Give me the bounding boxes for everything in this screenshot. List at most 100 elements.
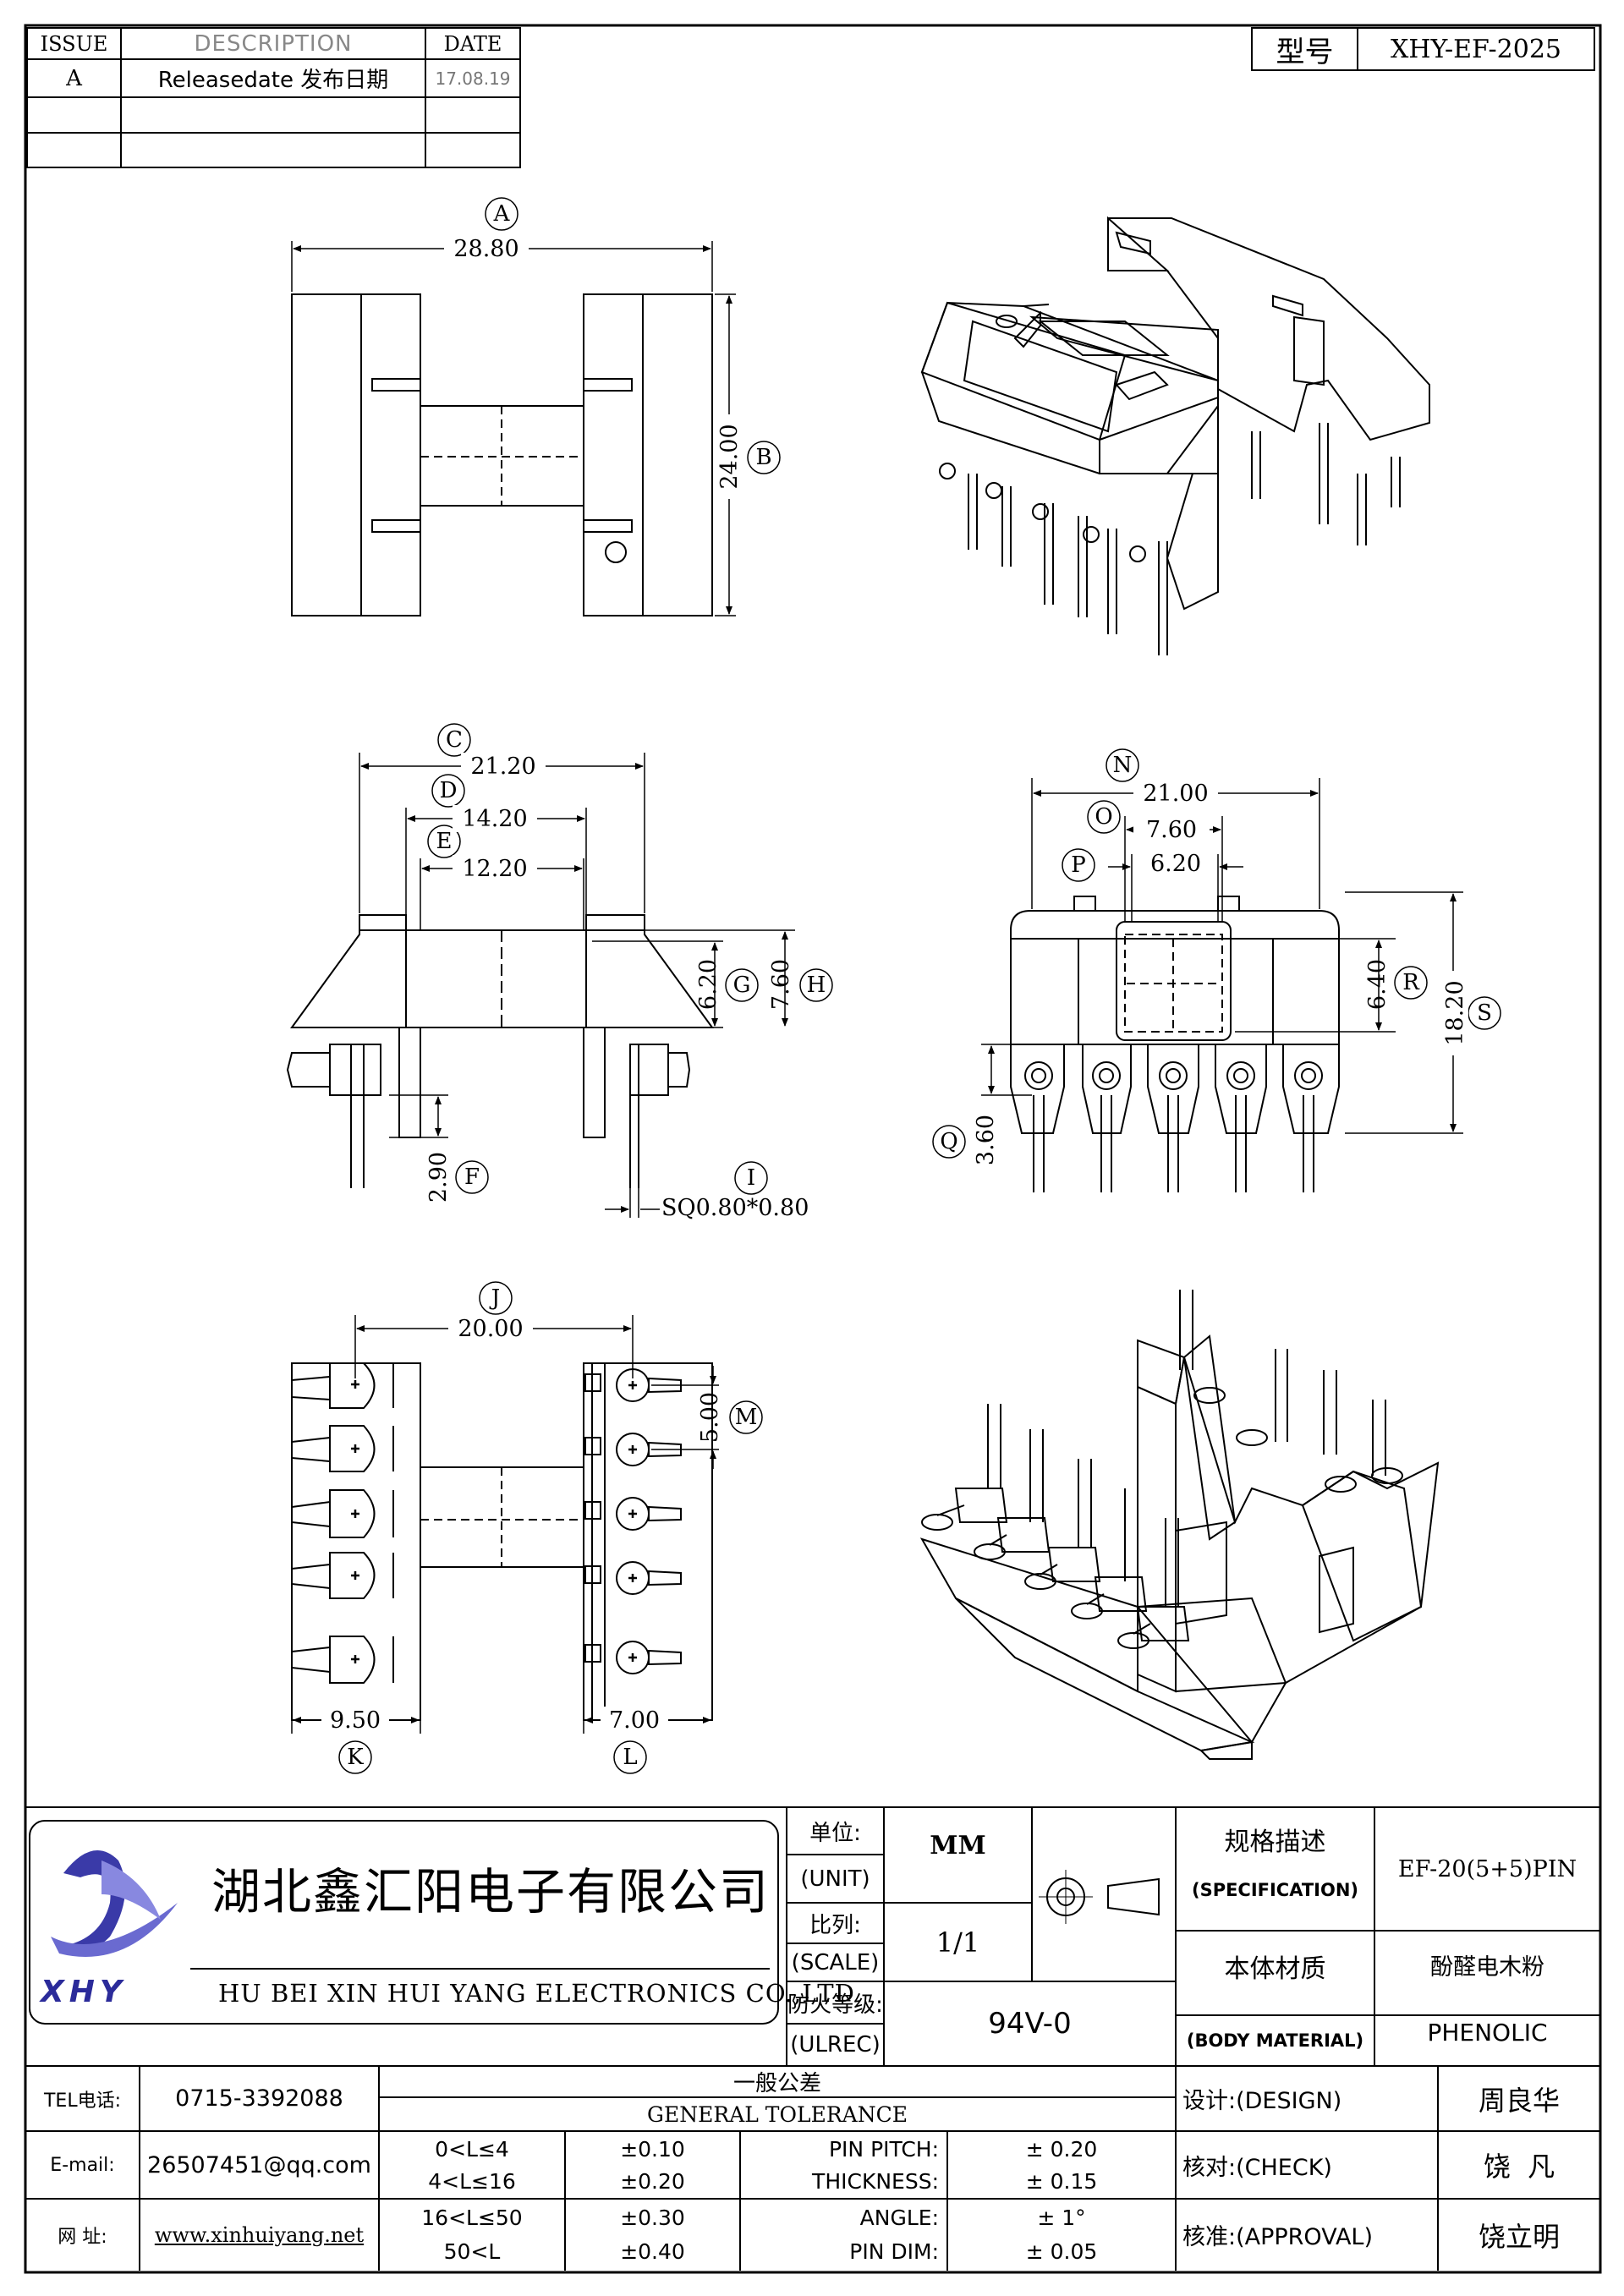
web-label: 网 址: [58,2226,107,2248]
email-label: E-mail: [50,2154,115,2176]
dim-letter-F: F [464,1164,480,1190]
bottom-left-pins [291,1362,394,1684]
rev-row-issue [27,133,121,167]
dim-value-S: 18.20 [1441,971,1468,1055]
revision-table-grid [26,27,521,168]
tol-value: ±0.40 [620,2238,685,2264]
drawing-frame [24,24,1602,2274]
dim-value-J: 20.00 [448,1315,533,1342]
dim-value-C: 21.20 [461,753,546,780]
dim-letter-P: P [1071,852,1086,878]
tol-item-name: THICKNESS: [812,2168,939,2194]
unit-label-cn: 单位: [809,1820,861,1846]
dim-value-D: 14.20 [453,805,537,832]
material-value-en: PHENOLIC [1427,2018,1548,2047]
check-label: 核对:(CHECK) [1182,2154,1332,2181]
iso-top-pins [939,423,1401,655]
dim-letter-K: K [347,1745,364,1770]
design-value: 周良华 [1478,2084,1560,2117]
email-value: 26507451@qq.com [147,2151,371,2178]
dim-letter-B: B [755,445,772,470]
scale-value: 1/1 [935,1926,980,1959]
model-box-frame [1251,27,1595,71]
dim-value-P: 6.20 [1149,850,1202,877]
dim-value-E: 12.20 [453,855,537,882]
dim-letter-I: I [746,1165,756,1191]
tolerance-title-cn: 一般公差 [732,2071,821,2096]
ul-label-cn: 防火等级: [787,1992,883,2018]
rev-row-date [425,133,520,167]
dim-value-H: 7.60 [767,958,794,1011]
tol-item-name: PIN DIM: [849,2238,939,2264]
tol-item-name: PIN PITCH: [828,2136,939,2162]
tol-item-value: ± 0.15 [1025,2168,1098,2194]
dim-value-F: 2.90 [425,1151,452,1203]
side-view [932,748,1501,1192]
approval-value: 饶立明 [1478,2220,1560,2253]
tol-item-value: ± 1° [1037,2205,1086,2230]
logo-text: XHY [41,1975,127,2009]
dim-value-Q: 3.60 [972,1114,999,1166]
rev-header-date: DATE [443,31,502,56]
dim-letter-E: E [436,829,453,854]
tol-range: 0<L≤4 [435,2136,509,2162]
web-link[interactable]: www.xinhuiyang.net [154,2222,365,2247]
tel-value: 0715-3392088 [175,2085,343,2112]
dim-letter-O: O [1095,804,1113,830]
tol-item-name: ANGLE: [859,2205,939,2230]
dim-value-R: 6.40 [1363,958,1391,1011]
tol-range: 50<L [443,2238,501,2264]
dim-value-N: 21.00 [1133,780,1218,807]
dim-value-O: 7.60 [1133,816,1210,843]
dim-letter-R: R [1402,970,1419,995]
dim-letter-C: C [446,727,463,753]
ul-label-en: (ULREC) [790,2032,881,2058]
rev-row-description [121,97,425,133]
isometric-view-top [920,216,1430,655]
spec-value: EF-20(5+5)PIN [1397,1855,1577,1882]
dim-value-K: 9.50 [321,1707,389,1734]
tol-value: ±0.20 [620,2168,685,2194]
tol-range: 16<L≤50 [421,2205,523,2230]
dim-value-L: 7.00 [601,1707,668,1734]
dim-letter-M: M [734,1405,758,1430]
top-view [291,197,781,616]
company-name-en: HU BEI XIN HUI YANG ELECTRONICS CO.,LTD [218,1979,855,2008]
approval-label: 核准:(APPROVAL) [1182,2224,1373,2250]
spec-label-cn: 规格描述 [1224,1827,1326,1857]
dim-letter-H: H [806,973,826,998]
tel-label: TEL电话: [43,2090,121,2112]
material-value-cn: 酚醛电木粉 [1430,1954,1544,1981]
rev-header-issue: ISSUE [40,31,108,56]
dim-letter-G: G [732,973,751,998]
tol-item-value: ± 0.20 [1025,2136,1098,2162]
tol-value: ±0.30 [620,2205,685,2230]
bottom-right-pins [584,1362,682,1721]
front-view [286,723,833,1218]
scale-label-en: (SCALE) [791,1949,880,1975]
company-name-cn: 湖北鑫汇阳电子有限公司 [211,1863,771,1921]
rev-row-date [425,97,520,133]
material-label-en: (BODY MATERIAL) [1186,2030,1364,2051]
rev-row-issue [27,97,121,133]
isometric-view-bottom [919,1290,1440,1760]
spec-label-en: (SPECIFICATION) [1191,1880,1359,1900]
dim-letter-N: N [1112,753,1133,778]
dim-letter-Q: Q [940,1129,958,1154]
dim-letter-S: S [1477,1000,1492,1026]
rev-row-issue: A [66,65,82,91]
rev-row-date: 17.08.19 [435,68,511,89]
tol-item-value: ± 0.05 [1025,2238,1098,2264]
model-value: XHY-EF-2025 [1390,34,1562,64]
ul-value: 94V-0 [988,2007,1072,2041]
side-pins [1010,1044,1340,1192]
dim-value-M: 5.00 [696,1391,723,1444]
dim-letter-D: D [439,778,458,803]
tol-range: 4<L≤16 [428,2168,516,2194]
unit-value: MM [930,1831,986,1860]
bottom-view [291,1281,763,1774]
title-block-grid [25,1806,1600,2271]
dim-letter-A: A [493,201,510,227]
dim-value-I: SQ0.80*0.80 [661,1195,809,1221]
